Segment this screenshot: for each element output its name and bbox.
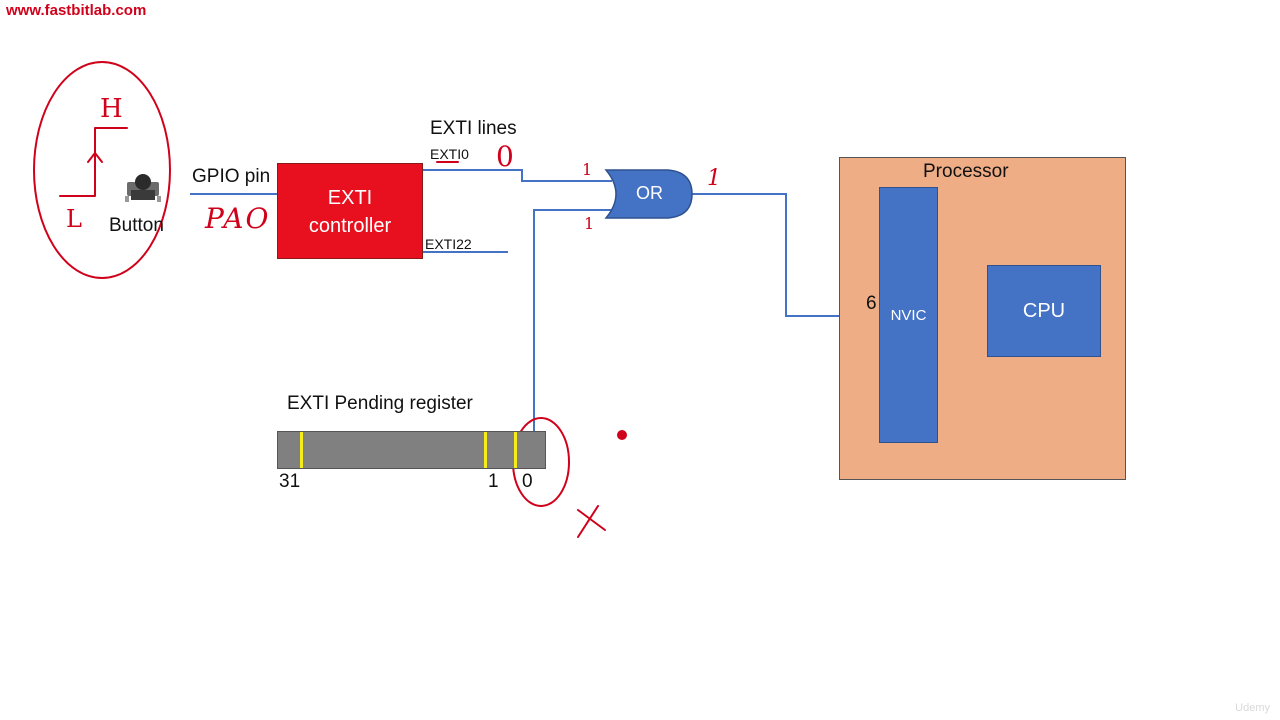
ink-label-exti0-value: 0 xyxy=(496,140,514,173)
or-gate xyxy=(604,169,693,219)
ink-cross-b xyxy=(577,505,599,538)
pending-register-label: EXTI Pending register xyxy=(287,393,473,414)
bit-1-label: 1 xyxy=(488,471,499,492)
ink-label-or-output: 1 xyxy=(707,166,721,191)
bit-0-marker xyxy=(514,432,517,468)
pending-register-bar xyxy=(277,431,546,469)
or-output-wire xyxy=(692,193,873,317)
ink-rising-edge xyxy=(59,127,128,197)
cpu-label: CPU xyxy=(1022,299,1066,322)
site-url: www.fastbitlab.com xyxy=(6,2,147,19)
bit-1-marker xyxy=(484,432,487,468)
exti0-label: EXTI0 xyxy=(430,146,469,162)
ink-edge-arrow xyxy=(87,152,103,163)
bit-31-label: 31 xyxy=(279,471,301,492)
udemy-watermark: Udemy xyxy=(1235,702,1270,714)
ink-dot xyxy=(617,430,627,440)
irq-number-label: 6 xyxy=(866,293,877,314)
pending-wire xyxy=(533,209,612,431)
nvic-block: NVIC xyxy=(879,187,938,443)
ink-label-pa0: PAO xyxy=(205,202,271,235)
exti-controller-subtitle: controller xyxy=(308,215,392,237)
exti22-label: EXTI22 xyxy=(425,236,472,252)
bit-0-label: 0 xyxy=(522,471,533,492)
ink-label-or-input-top: 1 xyxy=(582,160,593,179)
cpu-block: CPU xyxy=(987,265,1101,357)
ink-circle-button xyxy=(33,61,171,279)
button-label: Button xyxy=(109,215,164,236)
exti-controller-block: EXTI controller xyxy=(277,163,423,259)
ink-cross-a xyxy=(577,509,606,531)
ink-label-low: L xyxy=(66,205,82,233)
exti0-wire xyxy=(423,169,612,182)
gpio-pin-label: GPIO pin xyxy=(192,166,271,187)
ink-label-high: H xyxy=(100,94,123,124)
exti-lines-label: EXTI lines xyxy=(430,118,517,139)
push-button-icon xyxy=(125,174,161,202)
exti-controller-title: EXTI xyxy=(327,187,373,209)
nvic-label: NVIC xyxy=(890,306,927,324)
processor-label: Processor xyxy=(923,161,1009,182)
ink-label-or-input-bottom: 1 xyxy=(584,214,595,233)
bit-31-marker xyxy=(300,432,303,468)
or-gate-label: OR xyxy=(636,183,663,203)
